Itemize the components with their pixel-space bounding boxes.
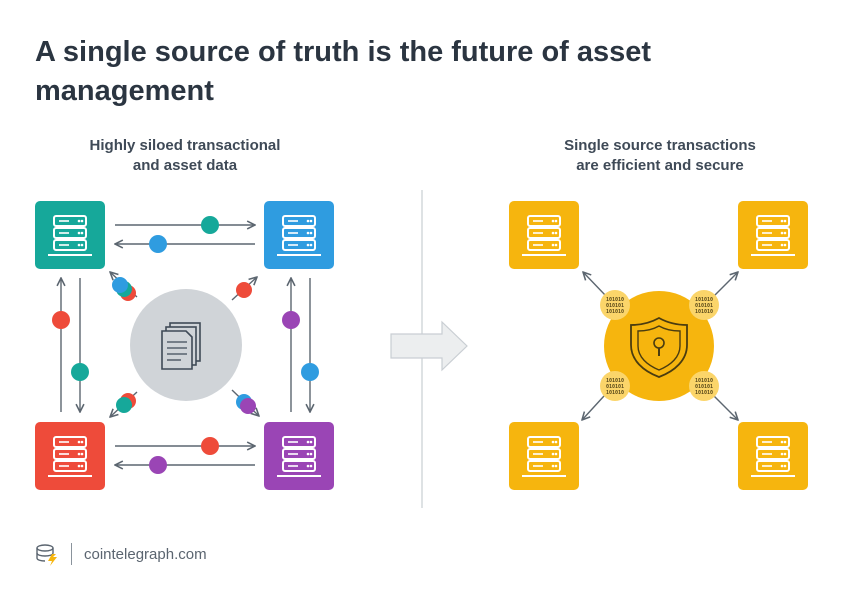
arrow-to-top-right [713,272,738,297]
arrow-to-top-left [583,272,607,297]
shield-lock-icon [630,316,688,378]
server-top-left [35,201,105,269]
arrow-to-bottom-right [713,395,738,420]
footer-brand[interactable]: cointelegraph.com [84,545,207,563]
binary-data-icon [600,290,630,320]
token-teal [116,397,132,413]
token-blue [112,277,128,293]
token-red [201,437,219,455]
token-teal [71,363,89,381]
right-arrow-icon [390,320,468,372]
token-red [52,311,70,329]
server-bottom-right [264,422,334,490]
binary-data-icon [600,371,630,401]
server-yellow-bottom-left [509,422,579,490]
right-panel [509,201,808,490]
token-teal [201,216,219,234]
arrow-to-bottom-left [582,395,605,420]
right-panel-heading: Single source transactions are efficient… [564,137,756,174]
document-stack-icon [161,322,201,370]
central-ledger-circle [604,291,714,401]
server-bottom-left [35,422,105,490]
token-blue [301,363,319,381]
server-yellow-bottom-right [738,422,808,490]
cointelegraph-logo-icon [36,544,57,566]
token-blue [149,235,167,253]
page-title: A single source of truth is the future o… [35,36,652,107]
left-panel-heading: Highly siloed transactional and asset da… [89,137,281,174]
footer: cointelegraph.com [35,542,207,566]
token-purple [240,398,256,414]
server-yellow-top-right [738,201,808,269]
left-panel [35,201,334,490]
binary-data-icon [689,371,719,401]
token-purple [282,311,300,329]
footer-divider [71,543,72,565]
server-yellow-top-left [509,201,579,269]
binary-data-icon [689,290,719,320]
token-red [236,282,252,298]
token-purple [149,456,167,474]
server-top-right [264,201,334,269]
